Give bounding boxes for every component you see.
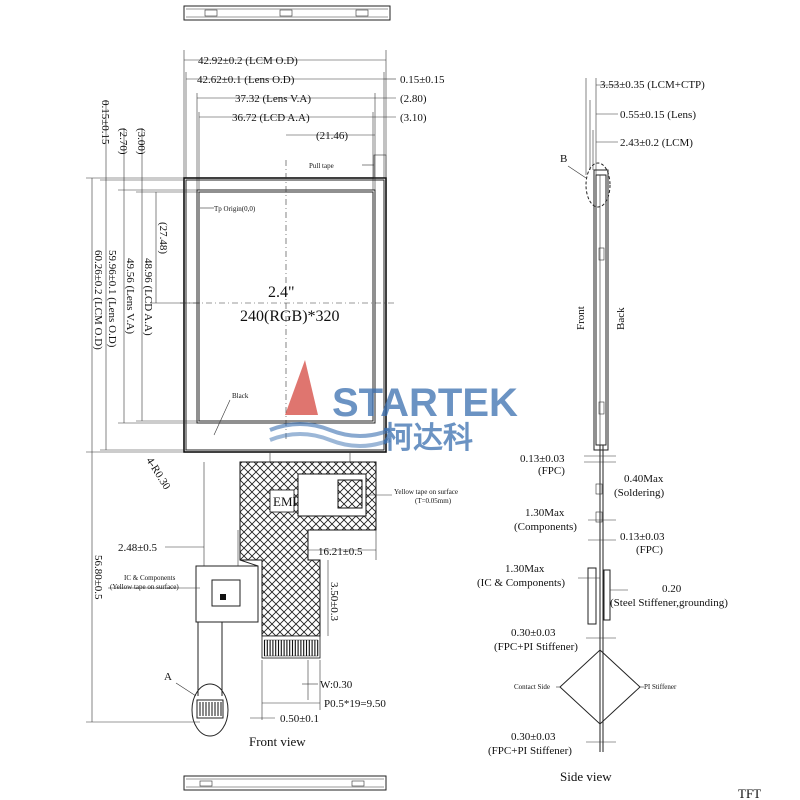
dim-lens-va-width: 37.32 (Lens V.A) <box>235 93 311 105</box>
dim-lcd-aa-width: 36.72 (LCD A.A) <box>232 112 310 124</box>
dim-21-46: (21.46) <box>316 130 348 142</box>
ic-region <box>108 462 259 737</box>
resolution: 240(RGB)*320 <box>240 308 340 325</box>
side-soldering: 0.40Max <box>624 473 664 485</box>
side-fpc-2-label: (FPC) <box>636 544 663 556</box>
ic-components-tape-label: (Yellow tape on surface) <box>110 583 179 591</box>
emi-label: EMI <box>273 494 297 509</box>
side-view <box>556 78 644 752</box>
marker-a: A <box>164 671 172 683</box>
dim-56-80: 56.80±0.5 <box>92 555 104 600</box>
side-fpc-pi-1: 0.30±0.03 <box>511 627 556 639</box>
side-stiffener-label: (Steel Stiffener,grounding) <box>610 597 728 609</box>
side-stiffener: 0.20 <box>662 583 682 595</box>
logo-text: STARTEK <box>332 381 518 425</box>
dim-16-21: 16.21±0.5 <box>318 546 363 558</box>
pull-tape-label: Pull tape <box>309 162 334 170</box>
side-fpc-1-label: (FPC) <box>538 465 565 477</box>
contact-side-label: Contact Side <box>514 683 550 691</box>
dim-2-48: 2.48±0.5 <box>118 542 158 554</box>
pi-stiffener-label: PI Stiffener <box>644 683 677 691</box>
side-dim-lcm: 2.43±0.2 (LCM) <box>620 137 693 149</box>
dim-left-3-00: (3.00) <box>135 128 147 155</box>
tp-origin-label: Tp Origin(0,0) <box>214 205 256 213</box>
side-fpc-pi-2: 0.30±0.03 <box>511 731 556 743</box>
ic-components-label: IC & Components <box>124 574 176 582</box>
side-ic-components: 1.30Max <box>505 563 545 575</box>
dim-right-0-15: 0.15±0.15 <box>400 74 445 86</box>
side-view-caption: Side view <box>560 769 612 784</box>
dim-lcm-od-height: 60.26±0.2 (LCM O.D) <box>92 250 104 350</box>
fpc-dimensions <box>165 530 377 720</box>
yellow-tape-label: Yellow tape on surface <box>394 488 458 496</box>
side-back-label: Back <box>615 307 627 330</box>
side-ic-components-label: (IC & Components) <box>477 577 565 589</box>
tail-pins <box>199 702 222 716</box>
dim-0-50: 0.50±0.1 <box>280 713 319 725</box>
front-view-caption: Front view <box>249 734 306 749</box>
dim-lens-va-height: 49.56 (Lens V.A) <box>124 258 136 334</box>
front-top-dimensions <box>183 50 396 190</box>
dim-w-0-30: W:0.30 <box>320 679 353 691</box>
top-view-strip <box>183 5 391 21</box>
side-front-label: Front <box>575 306 587 330</box>
front-left-dimensions <box>86 100 200 723</box>
side-fpc-2: 0.13±0.03 <box>620 531 665 543</box>
dim-pitch: P0.5*19=9.50 <box>324 698 386 710</box>
dim-lcd-aa-height: 48.96 (LCD A.A) <box>142 258 154 336</box>
fpc-tail <box>239 452 377 659</box>
dim-3-50: 3.50±0.3 <box>328 582 340 622</box>
dim-3-10: (3.10) <box>400 112 427 124</box>
side-fpc-pi-1-label: (FPC+PI Stiffener) <box>494 641 578 653</box>
front-module-outline <box>180 154 395 453</box>
side-soldering-label: (Soldering) <box>614 487 664 499</box>
tft-label: TFT <box>738 786 761 800</box>
side-components: 1.30Max <box>525 507 565 519</box>
side-fpc-1: 0.13±0.03 <box>520 453 565 465</box>
radius-label: 4-R0.30 <box>143 455 172 492</box>
dim-lens-od-height: 59.96±0.1 (Lens O.D) <box>106 250 118 348</box>
yellow-tape-thickness: (T=0.05mm) <box>415 497 452 505</box>
side-dim-lens: 0.55±0.15 (Lens) <box>620 109 696 121</box>
dim-left-2-70: (2.70) <box>117 128 129 155</box>
logo-chinese-text: 柯达科 <box>383 421 473 456</box>
dim-lens-od-width: 42.62±0.1 (Lens O.D) <box>197 74 295 86</box>
side-fpc-pi-2-label: (FPC+PI Stiffener) <box>488 745 572 757</box>
side-dim-total: 3.53±0.35 (LCM+CTP) <box>600 79 705 91</box>
black-label: Black <box>232 392 249 400</box>
fpc-pins <box>263 640 319 656</box>
screen-size: 2.4" <box>268 284 295 301</box>
dim-lcm-od-width: 42.92±0.2 (LCM O.D) <box>198 55 298 67</box>
dim-left-0-15: 0.15±0.15 <box>99 100 111 145</box>
dim-27-48: (27.48) <box>157 222 169 254</box>
startek-logo <box>269 360 391 448</box>
dim-2-80: (2.80) <box>400 93 427 105</box>
side-components-label: (Components) <box>514 521 577 533</box>
bottom-view-strip <box>183 775 387 791</box>
marker-b: B <box>560 153 567 165</box>
